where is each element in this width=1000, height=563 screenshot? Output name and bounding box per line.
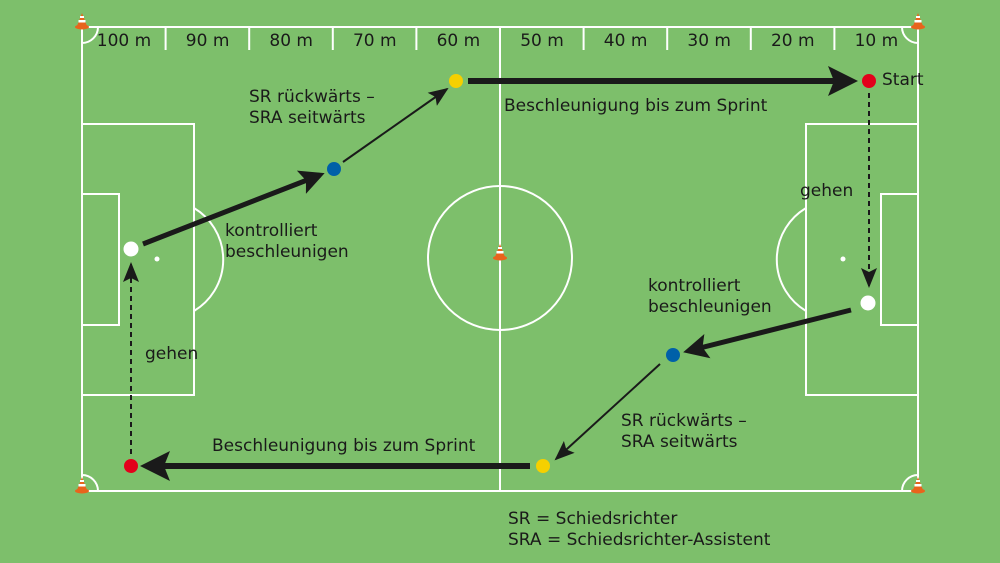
label-sprint-top: Beschleunigung bis zum Sprint xyxy=(504,96,768,116)
marker-blue-bottom xyxy=(666,348,680,362)
position-markers xyxy=(123,74,876,473)
marker-red-end xyxy=(124,459,138,473)
marker-white-left xyxy=(123,241,139,257)
marker-white-right xyxy=(860,295,876,311)
distance-label: 30 m xyxy=(687,31,731,51)
distance-label: 40 m xyxy=(603,31,648,51)
label-walk-right: gehen xyxy=(800,181,854,201)
label-line: SR rückwärts – xyxy=(249,87,375,107)
cone-icon xyxy=(911,477,925,494)
label-backward-bottom: SR rückwärts –SRA seitwärts xyxy=(621,411,747,453)
label-line: SR rückwärts – xyxy=(621,411,747,431)
label-line: SRA seitwärts xyxy=(249,108,366,128)
label-line: kontrolliert xyxy=(648,276,741,296)
marker-yellow-bottom xyxy=(536,459,550,473)
cone-icon xyxy=(75,13,89,30)
distance-label: 60 m xyxy=(436,31,481,51)
label-sprint-bottom: Beschleunigung bis zum Sprint xyxy=(212,436,476,456)
distance-label: 50 m xyxy=(520,31,564,51)
arrow-backward-bottom xyxy=(554,363,661,461)
legend-sr: SR = Schiedsrichter xyxy=(508,509,678,529)
pitch-lines xyxy=(81,26,919,492)
marker-blue-top xyxy=(327,162,341,176)
label-line: kontrolliert xyxy=(225,221,318,241)
distance-label: 90 m xyxy=(185,31,230,51)
label-start: Start xyxy=(882,70,924,90)
label-line: SRA seitwärts xyxy=(621,432,738,452)
distance-label: 100 m xyxy=(96,31,152,51)
arrow-controlled-accel-right xyxy=(683,307,852,359)
label-walk-left: gehen xyxy=(145,344,199,364)
label-line: beschleunigen xyxy=(648,297,772,317)
legend-sra: SRA = Schiedsrichter-Assistent xyxy=(508,530,771,550)
distance-label: 10 m xyxy=(854,31,899,51)
label-backward-top: SR rückwärts –SRA seitwärts xyxy=(249,87,375,129)
label-line: beschleunigen xyxy=(225,242,349,262)
marker-yellow-top xyxy=(449,74,463,88)
marker-red-start xyxy=(862,74,876,88)
cone-icon xyxy=(493,244,507,261)
cone-icon xyxy=(75,477,89,494)
route-arrows xyxy=(123,66,877,481)
distance-label: 20 m xyxy=(770,31,815,51)
distance-label: 80 m xyxy=(269,31,313,51)
arrow-backward-top xyxy=(342,87,449,163)
arrow-controlled-accel-left xyxy=(142,170,325,247)
distance-label: 70 m xyxy=(352,31,397,51)
cone-icon xyxy=(911,13,925,30)
